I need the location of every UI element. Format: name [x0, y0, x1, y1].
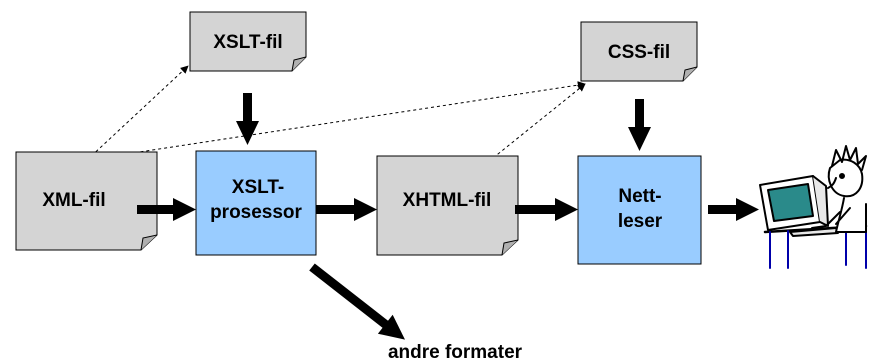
arrow-browser-to-user [708, 198, 759, 221]
xslt-file-label: XSLT-fil [213, 32, 282, 53]
css-file-node: CSS-fil [580, 21, 698, 82]
browser-node: Nett- leser [577, 155, 702, 265]
arrow-processor-to-other-formats [309, 263, 405, 340]
browser-label-line1: Nett- [618, 186, 661, 207]
xslt-processor-label-line1: XSLT- [232, 177, 284, 198]
dotted-link-xml-to-css [86, 81, 586, 161]
person-at-computer-icon [759, 145, 868, 269]
browser-label-line2: leser [618, 211, 663, 232]
dotted-link-xhtml-to-css [492, 83, 586, 159]
xhtml-file-label: XHTML-fil [403, 190, 492, 211]
arrow-xhtml-to-browser [515, 198, 578, 221]
flow-arrows [137, 93, 759, 340]
dotted-links [86, 65, 586, 161]
other-formats-label: andre formater [388, 342, 523, 363]
css-file-label: CSS-fil [608, 42, 670, 63]
xhtml-file-node: XHTML-fil [376, 155, 519, 256]
xslt-file-node: XSLT-fil [189, 11, 307, 72]
xml-file-node: XML-fil [15, 151, 158, 251]
xslt-processor-node: XSLT- prosessor [195, 150, 317, 256]
xslt-processor-shape [195, 150, 317, 256]
xslt-processor-label-line2: prosessor [210, 202, 302, 223]
arrow-xslt-file-to-processor [236, 93, 259, 145]
arrow-processor-to-xhtml [316, 198, 377, 221]
dotted-link-xml-to-xslt [86, 65, 189, 161]
browser-shape [577, 155, 702, 265]
arrow-css-file-to-browser [628, 99, 651, 151]
xml-file-label: XML-fil [42, 190, 105, 211]
arrow-xml-to-processor [137, 198, 196, 221]
